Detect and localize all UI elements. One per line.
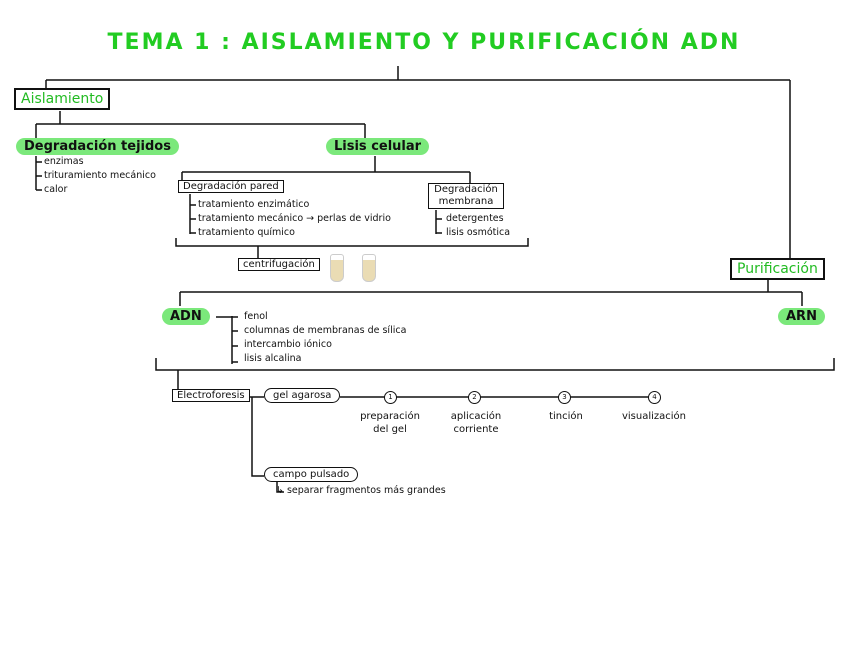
adn-methods-list: fenol columnas de membranas de sílica in… bbox=[244, 310, 406, 366]
centrifugacion-box: centrifugación bbox=[238, 258, 320, 271]
list-item: fenol bbox=[244, 310, 406, 324]
campo-pulsado-pill: campo pulsado bbox=[264, 467, 358, 482]
step-1-label: preparación del gel bbox=[358, 410, 422, 436]
list-item: lisis alcalina bbox=[244, 352, 406, 366]
purificacion-box: Purificación bbox=[730, 258, 825, 280]
page-title: TEMA 1 : AISLAMIENTO Y PURIFICACIÓN ADN bbox=[0, 30, 848, 55]
list-item: trituramiento mecánico bbox=[44, 169, 156, 183]
list-item: tratamiento enzimático bbox=[198, 198, 391, 212]
centrifuge-tube-image bbox=[330, 254, 344, 282]
step-2-circle: 2 bbox=[468, 391, 481, 404]
step-1-circle: 1 bbox=[384, 391, 397, 404]
lisis-celular-label: Lisis celular bbox=[326, 138, 429, 155]
step-3-label: tinción bbox=[538, 410, 594, 423]
list-item: detergentes bbox=[446, 212, 510, 226]
electroforesis-box: Electroforesis bbox=[172, 389, 250, 402]
centrifuge-tube-image bbox=[362, 254, 376, 282]
list-item: intercambio iónico bbox=[244, 338, 406, 352]
list-item: tratamiento mecánico → perlas de vidrio bbox=[198, 212, 391, 226]
step-4-label: visualización bbox=[618, 410, 690, 423]
adn-label: ADN bbox=[162, 308, 210, 325]
list-item: tratamiento químico bbox=[198, 226, 391, 240]
list-item: lisis osmótica bbox=[446, 226, 510, 240]
aislamiento-box: Aislamiento bbox=[14, 88, 110, 110]
list-item: enzimas bbox=[44, 155, 156, 169]
step-4-circle: 4 bbox=[648, 391, 661, 404]
degradacion-pared-list: tratamiento enzimático tratamiento mecán… bbox=[198, 198, 391, 240]
list-item: calor bbox=[44, 183, 156, 197]
degradacion-tejidos-list: enzimas trituramiento mecánico calor bbox=[44, 155, 156, 197]
step-3-circle: 3 bbox=[558, 391, 571, 404]
degradacion-pared-box: Degradación pared bbox=[178, 180, 284, 193]
degradacion-membrana-list: detergentes lisis osmótica bbox=[446, 212, 510, 240]
degradacion-tejidos-label: Degradación tejidos bbox=[16, 138, 179, 155]
step-2-label: aplicación corriente bbox=[444, 410, 508, 436]
degradacion-membrana-box: Degradación membrana bbox=[428, 183, 504, 209]
gel-agarosa-pill: gel agarosa bbox=[264, 388, 340, 403]
list-item: columnas de membranas de sílica bbox=[244, 324, 406, 338]
arn-label: ARN bbox=[778, 308, 825, 325]
campo-pulsado-note: ↳ separar fragmentos más grandes bbox=[276, 484, 446, 498]
